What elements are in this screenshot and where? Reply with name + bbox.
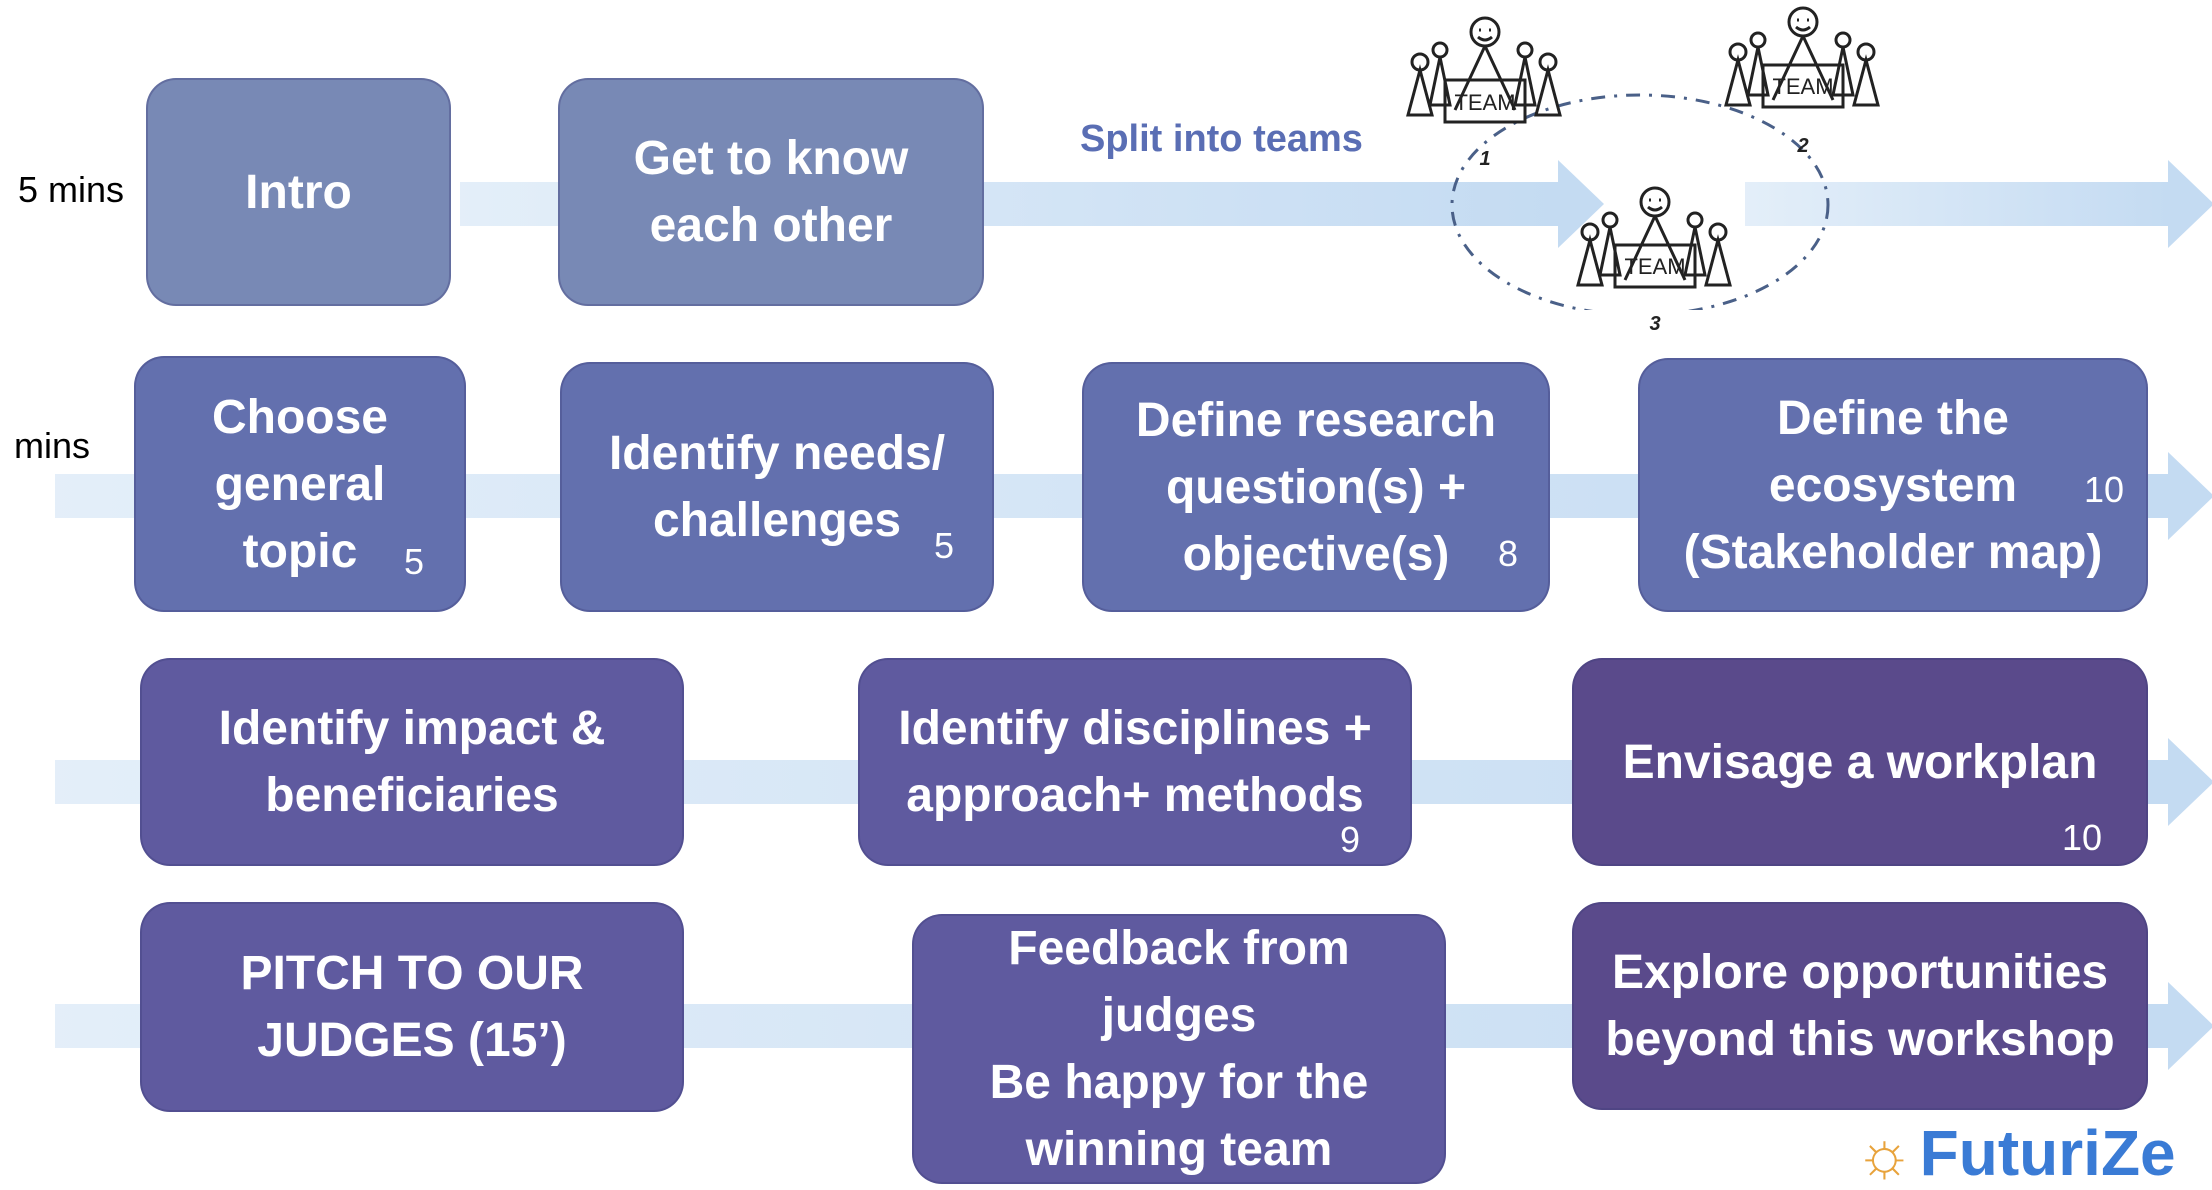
team-1-number: 1 bbox=[1479, 148, 1490, 170]
step-minutes: 5 bbox=[404, 541, 425, 582]
step-workplan: Envisage a workplan 10 bbox=[1572, 658, 2148, 866]
step-minutes: 8 bbox=[1498, 533, 1519, 574]
step-minutes: 9 bbox=[1340, 819, 1361, 860]
step-line: judges bbox=[1101, 989, 1257, 1042]
sun-icon: ☼ bbox=[1855, 1117, 1914, 1189]
step-minutes: 10 bbox=[2062, 817, 2103, 858]
step-define-research: Define research question(s) + objective(… bbox=[1082, 362, 1550, 612]
step-line: PITCH TO OUR bbox=[240, 947, 584, 1000]
step-line: ecosystem bbox=[1768, 458, 2018, 512]
team-3-sketch: TEAM 3 bbox=[1570, 180, 1740, 340]
team-1-sketch: TEAM 1 bbox=[1400, 10, 1570, 170]
step-line: Define the bbox=[1776, 391, 2009, 445]
step-intro: Intro bbox=[146, 78, 451, 306]
step-explore-opportunities: Explore opportunities beyond this worksh… bbox=[1572, 902, 2148, 1110]
step-line: Identify disciplines + bbox=[898, 702, 1372, 755]
step-line: Identify needs/ bbox=[608, 427, 946, 480]
step-line: challenges bbox=[652, 494, 902, 547]
step-line: Identify impact & bbox=[218, 702, 606, 755]
step-minutes: 10 bbox=[2084, 469, 2125, 510]
step-disciplines-methods: Identify disciplines + approach+ methods… bbox=[858, 658, 1412, 866]
row2-duration-label: mins bbox=[14, 425, 91, 466]
team-2-sign: TEAM bbox=[1772, 74, 1833, 99]
team-1-sign: TEAM bbox=[1454, 90, 1515, 115]
step-line: topic bbox=[242, 524, 358, 578]
step-line: approach+ methods bbox=[906, 769, 1364, 822]
team-people-icon: TEAM 1 bbox=[1406, 16, 1562, 170]
step-line: winning team bbox=[1025, 1123, 1333, 1176]
step-line: Choose bbox=[211, 390, 388, 444]
team-circle-dashed bbox=[1450, 93, 1830, 310]
step-line: (Stakeholder map) bbox=[1683, 525, 2103, 579]
team-2-number: 2 bbox=[1796, 135, 1808, 157]
step-line: Envisage a workplan bbox=[1622, 735, 2098, 789]
logo-text: FuturiZe bbox=[1919, 1117, 2176, 1189]
step-impact-beneficiaries: Identify impact & beneficiaries bbox=[140, 658, 684, 866]
step-line: JUDGES (15’) bbox=[257, 1014, 567, 1067]
step-line: Explore opportunities bbox=[1611, 946, 2109, 999]
step-line: Define research bbox=[1135, 393, 1497, 447]
split-into-teams-label: Split into teams bbox=[1080, 118, 1363, 160]
step-line: Get to know bbox=[633, 132, 909, 185]
step-feedback: Feedback from judges Be happy for the wi… bbox=[912, 914, 1446, 1184]
step-line: each other bbox=[649, 199, 893, 252]
step-line: Feedback from bbox=[1008, 922, 1350, 975]
step-line: general bbox=[214, 457, 386, 511]
step-line: Be happy for the bbox=[989, 1056, 1369, 1109]
team-people-icon: TEAM 2 bbox=[1724, 6, 1880, 157]
step-define-ecosystem: Define the ecosystem (Stakeholder map) 1… bbox=[1638, 358, 2148, 612]
team-3-sign: TEAM bbox=[1624, 254, 1685, 279]
step-line: Intro bbox=[245, 165, 352, 219]
team-2-sketch: TEAM 2 bbox=[1718, 0, 1888, 160]
step-minutes: 5 bbox=[934, 525, 955, 566]
team-people-icon: TEAM 3 bbox=[1576, 186, 1732, 335]
step-line: beneficiaries bbox=[265, 769, 559, 822]
team-3-number: 3 bbox=[1649, 313, 1660, 335]
futurize-logo: ☼FuturiZe bbox=[1855, 1116, 2176, 1190]
step-get-to-know: Get to know each other bbox=[558, 78, 984, 306]
timeline-arrow-row1-right bbox=[1745, 160, 2212, 248]
row1-duration-label: 5 mins bbox=[18, 169, 125, 210]
step-identify-needs: Identify needs/ challenges 5 bbox=[560, 362, 994, 612]
step-choose-topic: Choose general topic 5 bbox=[134, 356, 466, 612]
step-line: objective(s) bbox=[1182, 527, 1450, 581]
step-line: question(s) + bbox=[1165, 460, 1467, 514]
step-pitch: PITCH TO OUR JUDGES (15’) bbox=[140, 902, 684, 1112]
step-line: beyond this workshop bbox=[1605, 1013, 2115, 1066]
